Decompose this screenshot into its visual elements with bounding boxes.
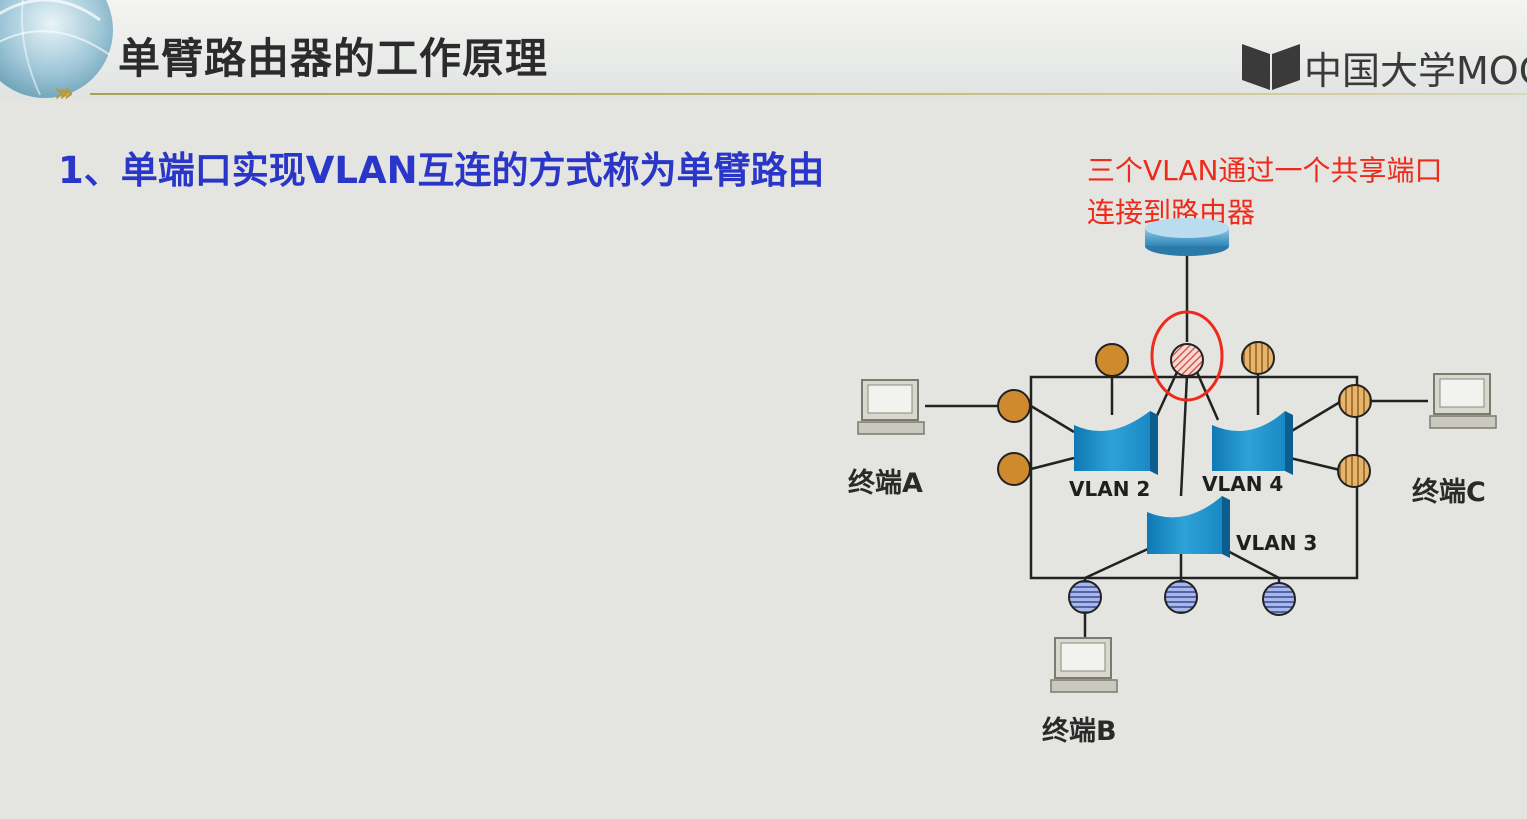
callout-line-1: 三个VLAN通过一个共享端口	[1087, 154, 1443, 187]
vlan2-port	[997, 452, 1031, 486]
vlan2-port	[997, 389, 1031, 423]
vlan2-label: VLAN 2	[1069, 477, 1150, 501]
terminal-a-computer-icon	[857, 379, 925, 435]
globe-icon	[0, 0, 113, 98]
terminal-b-label: 终端B	[1042, 715, 1117, 747]
vlan4-ports	[1241, 341, 1372, 488]
vlan4-switch-icon	[1212, 411, 1293, 475]
mooc-logo-icon	[1242, 44, 1300, 90]
slide-title: 单臂路由器的工作原理	[118, 34, 549, 83]
vlan3-port	[1068, 580, 1102, 614]
vlan4-label: VLAN 4	[1202, 472, 1283, 496]
connection-lines	[925, 250, 1428, 638]
vlan2-port	[1095, 343, 1129, 377]
mooc-logo: 中国大学MOC	[1240, 40, 1527, 94]
terminal-c-label: 终端C	[1412, 476, 1486, 508]
router-icon	[1145, 218, 1229, 256]
vlan4-port	[1241, 341, 1275, 375]
slide-header: ››› 单臂路由器的工作原理 中国大学MOC	[0, 0, 1527, 108]
terminal-a-label: 终端A	[848, 467, 923, 499]
shared-port	[1170, 343, 1204, 377]
section-heading: 1、单端口实现VLAN互连的方式称为单臂路由	[58, 149, 825, 192]
logo-text: 中国大学MOC	[1304, 48, 1527, 93]
vlan3-switch-icon	[1147, 496, 1230, 558]
terminal-c-computer-icon	[1429, 373, 1497, 429]
shared-port-highlight	[1150, 310, 1224, 402]
vlan4-port	[1338, 384, 1372, 418]
vlan4-port	[1337, 454, 1371, 488]
vlan2-ports	[997, 343, 1129, 486]
vlan3-port	[1164, 580, 1198, 614]
header-divider	[90, 93, 1527, 95]
vlan2-switch-icon	[1074, 411, 1158, 475]
vlan3-ports	[1068, 580, 1296, 616]
terminal-b-computer-icon	[1050, 637, 1118, 693]
vlan3-label: VLAN 3	[1236, 531, 1317, 555]
callout-note: 三个VLAN通过一个共享端口 连接到路由器	[1087, 150, 1443, 234]
vlan3-port	[1262, 582, 1296, 616]
